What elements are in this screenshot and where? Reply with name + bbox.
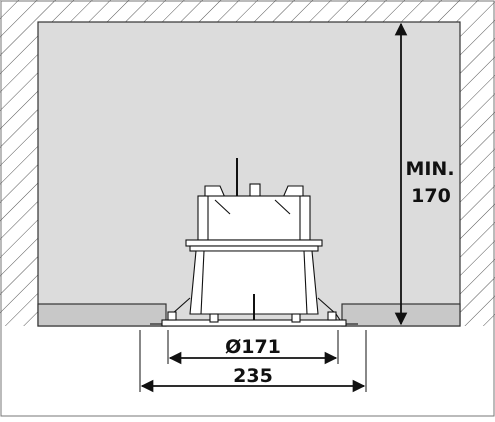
min-height-label-bg — [404, 150, 458, 208]
min-label: MIN. — [405, 158, 454, 180]
inner-diameter-dimension: Ø171 — [167, 330, 339, 365]
outer-width-label: 235 — [233, 365, 273, 387]
min-height-dimension: MIN. 170 — [394, 22, 458, 326]
outer-width-dimension: 235 — [139, 330, 367, 393]
inner-diameter-label: Ø171 — [225, 336, 281, 358]
downlight-fixture — [150, 158, 358, 327]
ceiling-board-left — [37, 303, 167, 327]
min-value: 170 — [411, 185, 451, 207]
